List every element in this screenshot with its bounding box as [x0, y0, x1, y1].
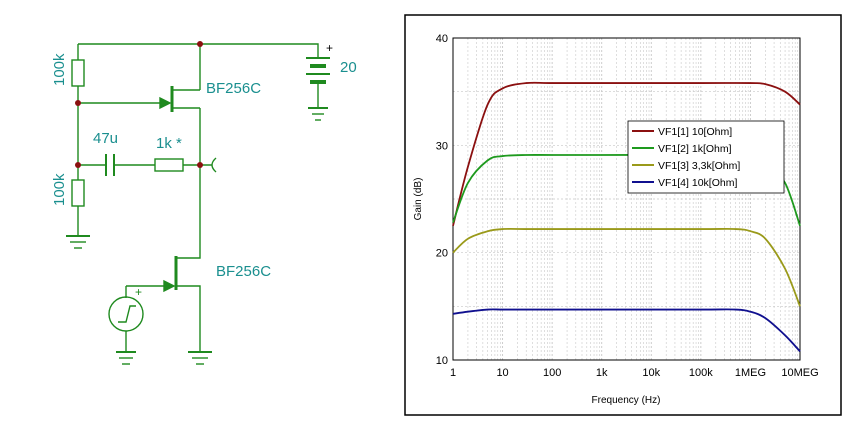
x-tick-label: 10 — [496, 367, 508, 379]
x-tick-label: 1k — [596, 367, 608, 379]
wire-top-rail — [78, 43, 319, 58]
plot-grid — [452, 38, 800, 360]
jfet-top — [170, 44, 201, 112]
y-tick-label: 30 — [436, 140, 448, 152]
label-jfet-top: BF256C — [206, 80, 261, 97]
x-tick-label: 100 — [543, 367, 561, 379]
resistor-top — [71, 59, 85, 87]
jfet-bottom — [126, 245, 201, 352]
label-jfet-bottom: BF256C — [216, 263, 271, 280]
signal-source — [108, 296, 144, 332]
label-battery-plus: + — [326, 41, 333, 55]
y-tick-label: 40 — [436, 33, 448, 45]
x-axis-label: Frequency (Hz) — [592, 395, 661, 406]
legend-entry: VF1[1] 10[Ohm] — [658, 126, 732, 138]
legend-entry: VF1[2] 1k[Ohm] — [658, 143, 732, 155]
label-supply-voltage: 20 — [340, 59, 357, 76]
label-capacitor: 47u — [93, 130, 118, 147]
gate-arrow-top — [159, 96, 172, 110]
y-tick-label: 10 — [436, 355, 448, 367]
label-r-top: 100k — [51, 53, 68, 86]
resistor-bottom — [71, 179, 85, 207]
circuit-schematic: 100k 100k 47u 1k * BF256C BF256C 20 + + — [51, 41, 357, 365]
series-line-3 — [452, 227, 801, 307]
series-line-1 — [452, 81, 801, 227]
junction-dot — [75, 162, 81, 168]
x-tick-label: 1MEG — [735, 367, 766, 379]
legend-entry: VF1[4] 10k[Ohm] — [658, 177, 737, 189]
x-tick-label: 10k — [642, 367, 660, 379]
ground-source — [116, 351, 136, 365]
series-line-4 — [452, 308, 801, 353]
ground-left — [66, 235, 90, 249]
junction-dot — [197, 162, 203, 168]
battery-symbol — [306, 57, 330, 121]
resistor-series — [154, 158, 184, 172]
plot-area — [452, 37, 801, 361]
legend-entry: VF1[3] 3,3k[Ohm] — [658, 160, 740, 172]
x-tick-label: 10MEG — [781, 367, 818, 379]
label-source-plus: + — [135, 285, 142, 299]
output-terminal — [211, 157, 217, 173]
step-icon — [118, 305, 136, 323]
x-tick-label: 1 — [450, 367, 456, 379]
y-axis-label: Gain (dB) — [413, 178, 424, 221]
plot-frame — [404, 14, 842, 416]
label-r-series: 1k * — [156, 135, 182, 152]
junction-dot — [75, 100, 81, 106]
plot-legend: VF1[1] 10[Ohm] VF1[2] 1k[Ohm] VF1[3] 3,3k[… — [627, 120, 785, 194]
label-r-bottom: 100k — [51, 173, 68, 206]
y-tick-label: 20 — [436, 248, 448, 260]
x-tick-label: 100k — [689, 367, 713, 379]
junction-dot — [197, 41, 203, 47]
ground-right — [188, 351, 212, 365]
